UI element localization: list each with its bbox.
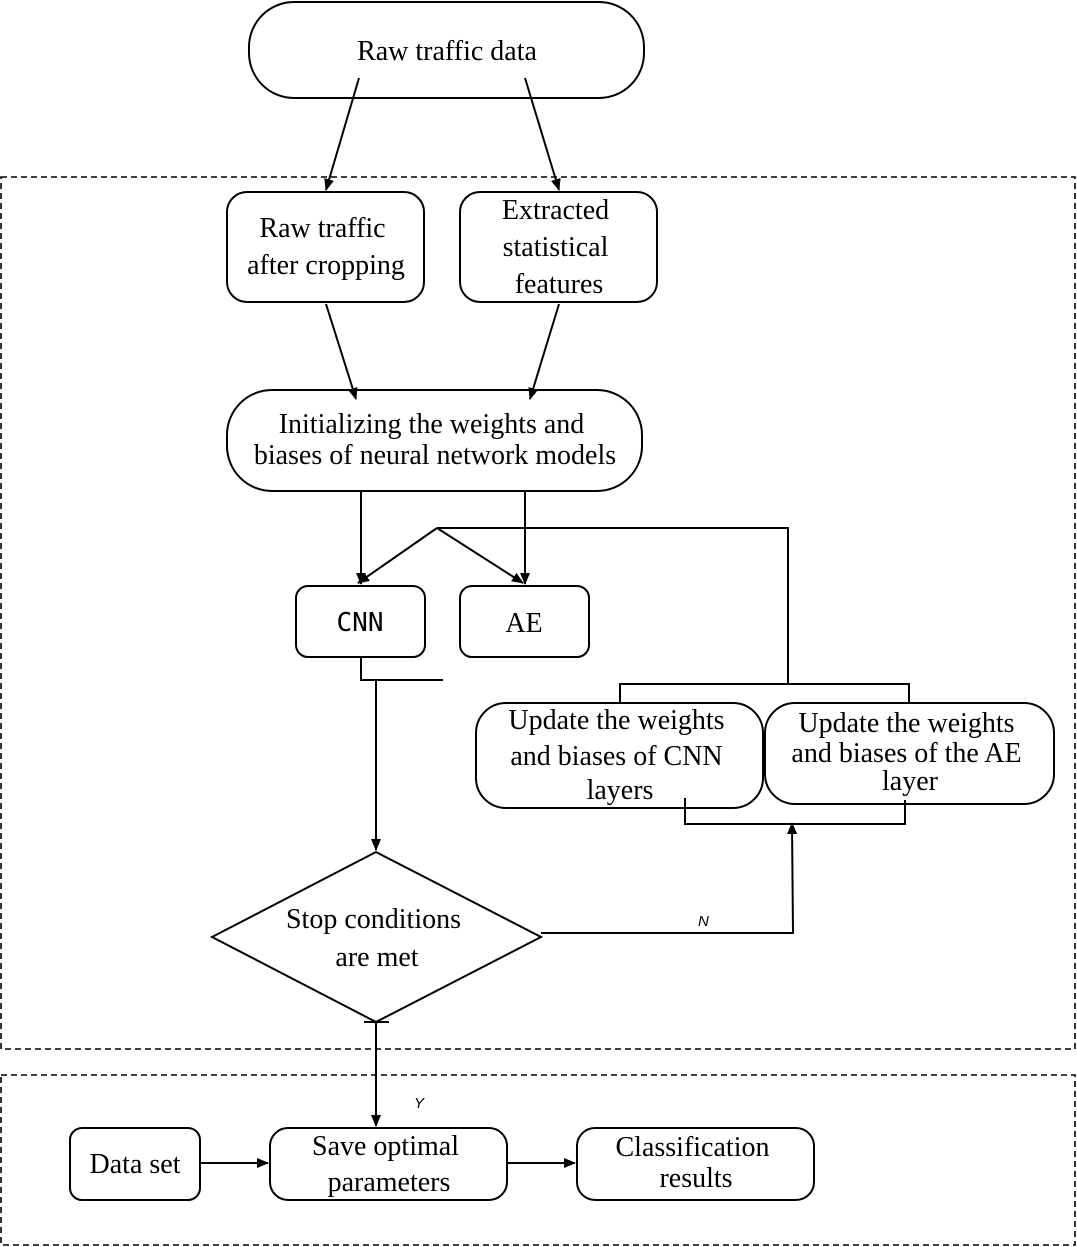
extracted-features-node: Extracted statistical features (459, 191, 658, 303)
output-group-frame (0, 1074, 1076, 1246)
stop-conditions-node: Stop conditions are met (209, 850, 544, 1024)
data-set-label: Data set (90, 1149, 181, 1180)
save-parameters-label: Save optimal parameters (312, 1131, 466, 1198)
extracted-features-label: Extracted statistical features (502, 195, 616, 300)
classification-results-node: Classification results (576, 1127, 815, 1201)
save-parameters-node: Save optimal parameters (269, 1127, 508, 1201)
edge-stop-no-to-update (541, 822, 798, 934)
raw-traffic-cropped-label: Raw traffic after cropping (247, 213, 405, 281)
update-ae-node: Update the weights and biases of the AE … (764, 702, 1055, 805)
no-label: N (698, 913, 709, 930)
raw-traffic-data-node: Raw traffic data (248, 1, 645, 99)
stop-conditions-label: Stop conditions are met (286, 904, 468, 973)
initialize-weights-node: Initializing the weights and biases of n… (226, 389, 643, 492)
ae-node: AE (459, 585, 590, 658)
edge-raw-to-cropped (324, 77, 360, 191)
edge-extracted-to-init (528, 303, 560, 400)
ae-label: AE (505, 608, 542, 639)
update-nodes-top-bracket (619, 683, 910, 702)
initialize-weights-label: Initializing the weights and biases of n… (254, 409, 616, 471)
data-set-node: Data set (69, 1127, 201, 1201)
edge-feedback-to-ae (436, 527, 524, 584)
update-nodes-bottom-bracket (684, 798, 906, 825)
raw-traffic-cropped-node: Raw traffic after cropping (226, 191, 425, 303)
model-output-merge (360, 658, 443, 681)
edge-raw-to-extracted (524, 77, 561, 191)
raw-traffic-data-label: Raw traffic data (357, 36, 537, 67)
cnn-node: CNN (295, 585, 426, 658)
yes-label: Y (414, 1095, 425, 1112)
edge-feedback-to-cnn (357, 527, 438, 584)
update-ae-label: Update the weights and biases of the AE … (791, 708, 1028, 797)
edge-cropped-to-init (325, 303, 358, 400)
feedback-loop-line (437, 527, 789, 684)
cnn-label: CNN (337, 608, 384, 638)
training-group-frame (0, 176, 1076, 1050)
update-cnn-node: Update the weights and biases of CNN lay… (475, 702, 764, 809)
update-cnn-label: Update the weights and biases of CNN lay… (508, 705, 731, 806)
classification-results-label: Classification results (616, 1132, 777, 1194)
